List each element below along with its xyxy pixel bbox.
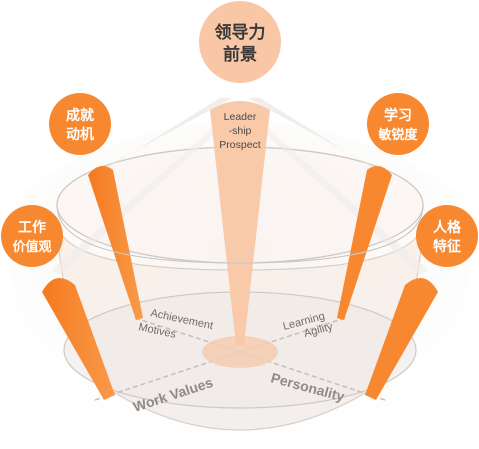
beam-right-far [250, 120, 428, 275]
left-circle-line1: 工作 [18, 219, 46, 236]
right-circle [416, 205, 478, 267]
left-circle [1, 205, 63, 267]
floor-line-right-bottom [239, 351, 386, 401]
beam-left-far [52, 120, 230, 275]
spike-learning [337, 166, 392, 320]
right-top-circle-line1: 学习 [384, 107, 412, 124]
right-circle-line1: 人格 [433, 219, 462, 236]
center-spike [210, 101, 270, 345]
right-top-circle-line2: 敏锐度 [377, 127, 418, 143]
left-top-circle-line2: 动机 [66, 126, 94, 143]
spike-label-line3: Prospect [219, 139, 261, 151]
spike-achievement [88, 166, 143, 320]
spike-work-values [42, 277, 115, 400]
top-circle-line1: 领导力 [215, 22, 266, 43]
left-top-circle-line1: 成就 [66, 107, 94, 124]
spike-label-line2: -ship [229, 125, 252, 137]
right-circle-line2: 特征 [433, 238, 461, 255]
spike-personality [365, 277, 438, 400]
top-circle [199, 1, 281, 83]
right-top-circle [367, 93, 429, 155]
floor-line-left-bottom [94, 351, 241, 401]
bowl-front-rim [56, 204, 424, 264]
left-top-circle [49, 93, 111, 155]
top-circle-line2: 前景 [223, 44, 257, 65]
spike-label-line1: Leader [224, 111, 257, 123]
center-floor-glow [202, 336, 278, 368]
left-circle-line2: 价值观 [12, 239, 51, 255]
